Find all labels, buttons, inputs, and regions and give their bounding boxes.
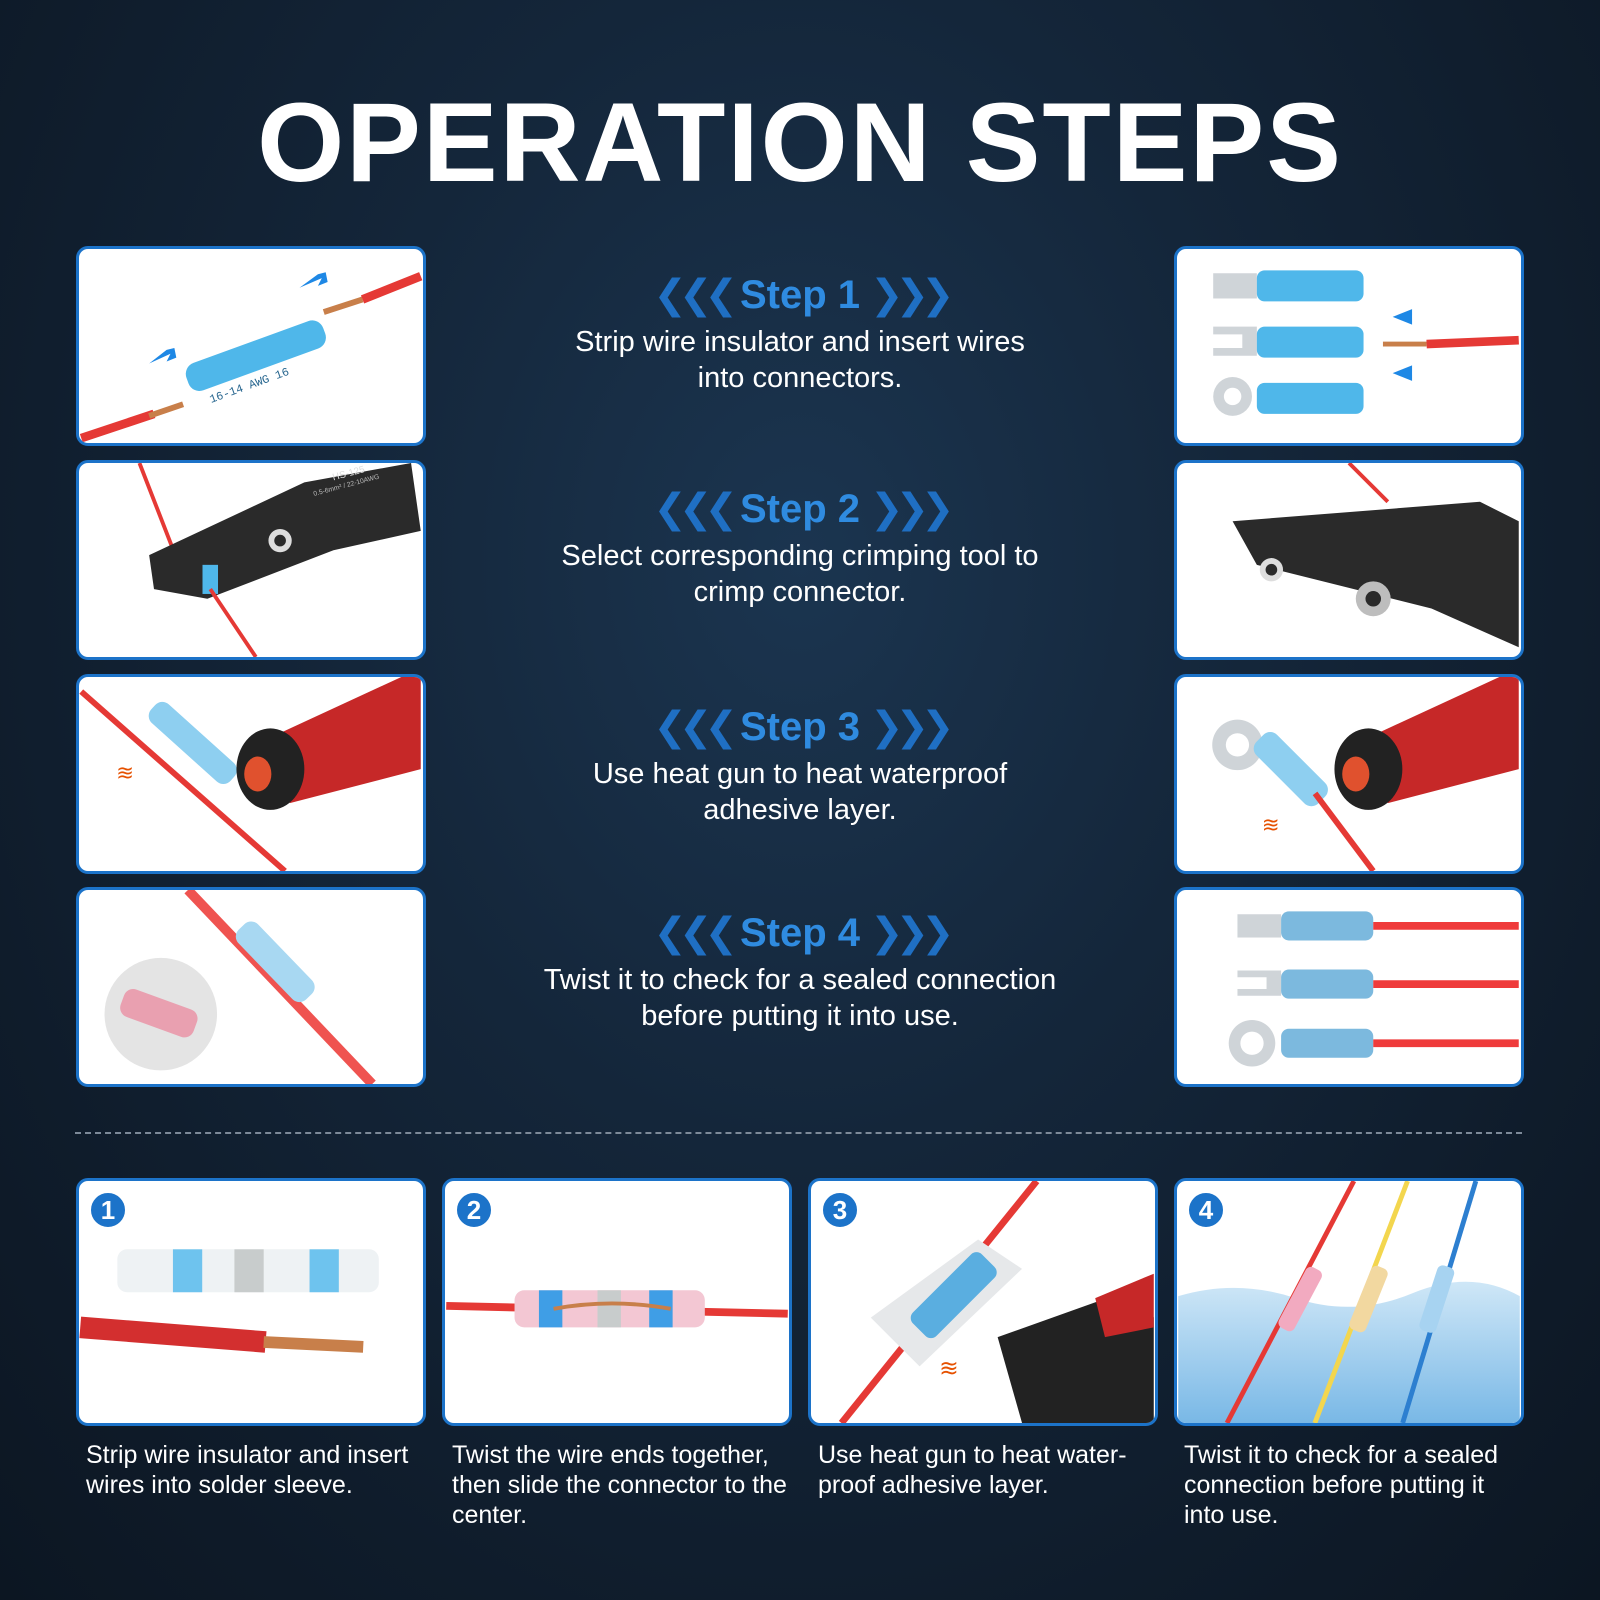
chevron-left-icon: ❮❮❮ [653, 273, 737, 317]
step-3-title: Step 3 [739, 704, 861, 749]
step-number-badge: 4 [1187, 1191, 1225, 1229]
step-1-title: Step 1 [739, 272, 861, 317]
solder-step-2-card: 2 [442, 1178, 792, 1426]
step-number-badge: 1 [89, 1191, 127, 1229]
solder-step-4-caption: Twist it to check for a sealed connectio… [1184, 1441, 1499, 1529]
step-2-left-photo: HS-125 0.5-6mm² / 22-10AWG [76, 460, 426, 660]
step-3-description: Use heat gun to heat waterproof adhesive… [592, 758, 1008, 826]
solder-step-3-card: 3 ≋ [808, 1178, 1158, 1426]
svg-text:≋: ≋ [939, 1355, 959, 1381]
solder-step-1-card: 1 [76, 1178, 426, 1426]
step-4-block: ❮❮❮ Step 4 ❯❯❯ Twist it to check for a s… [500, 910, 1100, 1034]
solder-step-1-caption: Strip wire insulator and insert wires in… [86, 1441, 409, 1499]
step-4-left-photo [76, 887, 426, 1087]
solder-step-3-caption: Use heat gun to heat water-proof adhesiv… [818, 1441, 1127, 1499]
step-4-title: Step 4 [739, 910, 861, 955]
step-number-badge: 2 [455, 1191, 493, 1229]
step-4-description: Twist it to check for a sealed connectio… [543, 964, 1057, 1032]
step-1-description: Strip wire insulator and insert wires in… [575, 326, 1025, 394]
chevron-right-icon: ❯❯❯ [870, 705, 954, 749]
step-3-right-photo: ≋ [1174, 674, 1524, 874]
step-2-title: Step 2 [739, 486, 861, 531]
chevron-right-icon: ❯❯❯ [870, 273, 954, 317]
solder-step-2-caption: Twist the wire ends together, then slide… [452, 1441, 787, 1529]
chevron-right-icon: ❯❯❯ [870, 487, 954, 531]
step-1-block: ❮❮❮ Step 1 ❯❯❯ Strip wire insulator and … [500, 272, 1100, 396]
chevron-right-icon: ❯❯❯ [870, 911, 954, 955]
chevron-left-icon: ❮❮❮ [653, 705, 737, 749]
step-3-left-photo: ≋ [76, 674, 426, 874]
step-2-description: Select corresponding crimping tool to cr… [561, 540, 1039, 608]
step-4-right-photo [1174, 887, 1524, 1087]
step-1-right-photo [1174, 246, 1524, 446]
step-2-block: ❮❮❮ Step 2 ❯❯❯ Select corresponding crim… [500, 486, 1100, 610]
chevron-left-icon: ❮❮❮ [653, 911, 737, 955]
chevron-left-icon: ❮❮❮ [653, 487, 737, 531]
page-title: OPERATION STEPS [257, 80, 1343, 205]
step-number-badge: 3 [821, 1191, 859, 1229]
svg-text:≋: ≋ [116, 761, 134, 785]
section-divider [75, 1132, 1522, 1134]
solder-step-4-card: 4 [1174, 1178, 1524, 1426]
step-2-right-photo [1174, 460, 1524, 660]
svg-text:≋: ≋ [1262, 813, 1280, 837]
step-3-block: ❮❮❮ Step 3 ❯❯❯ Use heat gun to heat wate… [500, 704, 1100, 828]
step-1-left-photo: 16-14 AWG 16 [76, 246, 426, 446]
